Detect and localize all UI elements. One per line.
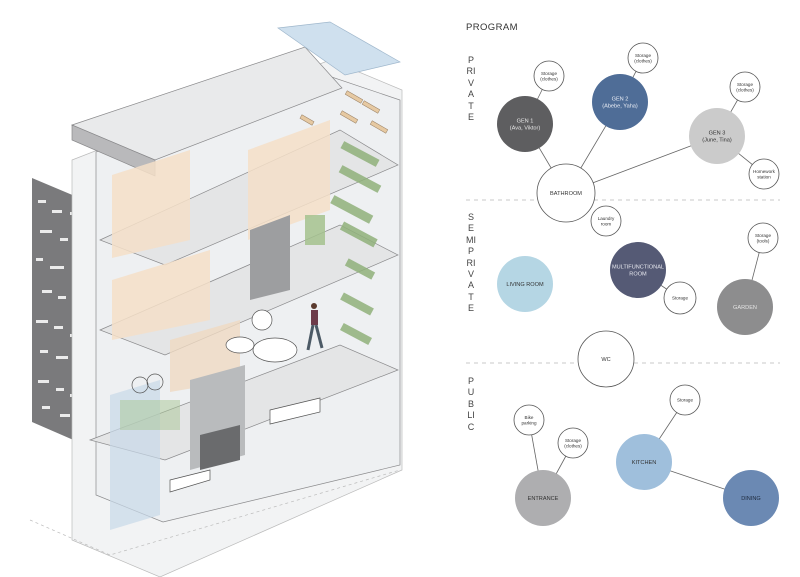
node-circle: [536, 163, 596, 223]
node-sublabel: (clothes): [564, 443, 582, 448]
node-circle: [557, 427, 589, 459]
node-circle: [515, 470, 571, 526]
node-label: GEN 3: [709, 131, 726, 137]
node-gen2: GEN 2(Abebe, Yaha): [592, 74, 648, 130]
node-circle: [747, 222, 779, 254]
node-sublabel: (tools): [757, 238, 770, 243]
node-sublabel: room: [601, 221, 612, 226]
diagram-title: PROGRAM: [466, 22, 518, 33]
node-circle: [689, 108, 745, 164]
node-label: GEN 1: [517, 119, 534, 125]
node-circle: [610, 242, 666, 298]
node-kitchen-storage: Storage: [669, 384, 701, 416]
node-circle: [577, 330, 635, 388]
node-circle: [590, 205, 622, 237]
node-kitchen: KITCHEN: [616, 434, 672, 490]
node-circle: [497, 256, 553, 312]
node-circle: [669, 384, 701, 416]
node-label: Storage: [541, 71, 558, 76]
node-label: Storage: [635, 53, 652, 58]
plant-wall: [120, 141, 382, 430]
node-label: Storage: [737, 82, 754, 87]
furniture-outlines: [131, 309, 321, 493]
zone-label-private: PRIVATE: [466, 55, 476, 123]
node-multi-storage: Storage: [663, 281, 697, 315]
node-dining: DINING: [723, 470, 779, 526]
building-volume: [29, 21, 403, 577]
node-circle: [748, 158, 780, 190]
node-sublabel: (Ava, Viktor): [510, 125, 541, 131]
node-circle: [627, 42, 659, 74]
node-label: LIVING ROOM: [506, 282, 544, 288]
node-label: ENTRANCE: [528, 496, 559, 502]
program-nodes: GEN 1(Ava, Viktor)Storage(clothes)GEN 2(…: [497, 42, 780, 526]
node-garden: GARDEN: [717, 279, 773, 335]
node-sublabel: (clothes): [736, 87, 754, 92]
node-label: Bike: [525, 415, 534, 420]
node-circle: [497, 96, 553, 152]
node-entrance: ENTRANCE: [515, 470, 571, 526]
node-sublabel: parking: [521, 420, 537, 425]
node-gen2-storage: Storage(clothes): [627, 42, 659, 74]
node-label: GARDEN: [733, 305, 757, 311]
node-circle: [723, 470, 779, 526]
node-label: GEN 2: [612, 97, 629, 103]
node-gen3-storage: Storage(clothes): [729, 71, 761, 103]
zone-label-semiprivate: SEMIPRIVATE: [466, 212, 476, 314]
node-sublabel: station: [757, 174, 771, 179]
node-gen3: GEN 3(June, Tina): [689, 108, 745, 164]
node-sublabel: (Abebe, Yaha): [602, 103, 638, 109]
node-gen1: GEN 1(Ava, Viktor): [497, 96, 553, 152]
node-garden-storage: Storage(tools): [747, 222, 779, 254]
node-label: Storage: [672, 296, 689, 301]
node-living: LIVING ROOM: [497, 256, 553, 312]
node-circle: [616, 434, 672, 490]
node-label: DINING: [741, 496, 761, 502]
node-wc: WC: [577, 330, 635, 388]
node-bathroom: BATHROOM: [536, 163, 596, 223]
node-sublabel: (June, Tina): [702, 137, 732, 143]
wood-slats: [299, 90, 389, 134]
node-label: Storage: [755, 233, 772, 238]
node-label: Storage: [565, 438, 582, 443]
zone-label-public: PUBLIC: [467, 376, 475, 432]
node-sublabel: (clothes): [540, 76, 558, 81]
node-label: WC: [601, 357, 610, 363]
node-gen1-storage: Storage(clothes): [533, 60, 565, 92]
node-sublabel: (clothes): [634, 58, 652, 63]
node-label: KITCHEN: [632, 460, 657, 466]
node-circle: [533, 60, 565, 92]
node-sublabel: ROOM: [629, 271, 647, 277]
person-figure: [306, 303, 324, 351]
node-circle: [513, 404, 545, 436]
node-circle: [717, 279, 773, 335]
node-label: MULTIFUNCTIONAL: [612, 265, 664, 271]
axonometric-house-illustration: [29, 21, 403, 577]
node-label: Storage: [677, 398, 694, 403]
node-label: BATHROOM: [550, 191, 582, 197]
node-label: Homework: [753, 169, 776, 174]
node-circle: [592, 74, 648, 130]
node-circle: [729, 71, 761, 103]
node-entrance-storage: Storage(clothes): [557, 427, 589, 459]
node-circle: [663, 281, 697, 315]
node-label: Laundry: [598, 216, 615, 221]
